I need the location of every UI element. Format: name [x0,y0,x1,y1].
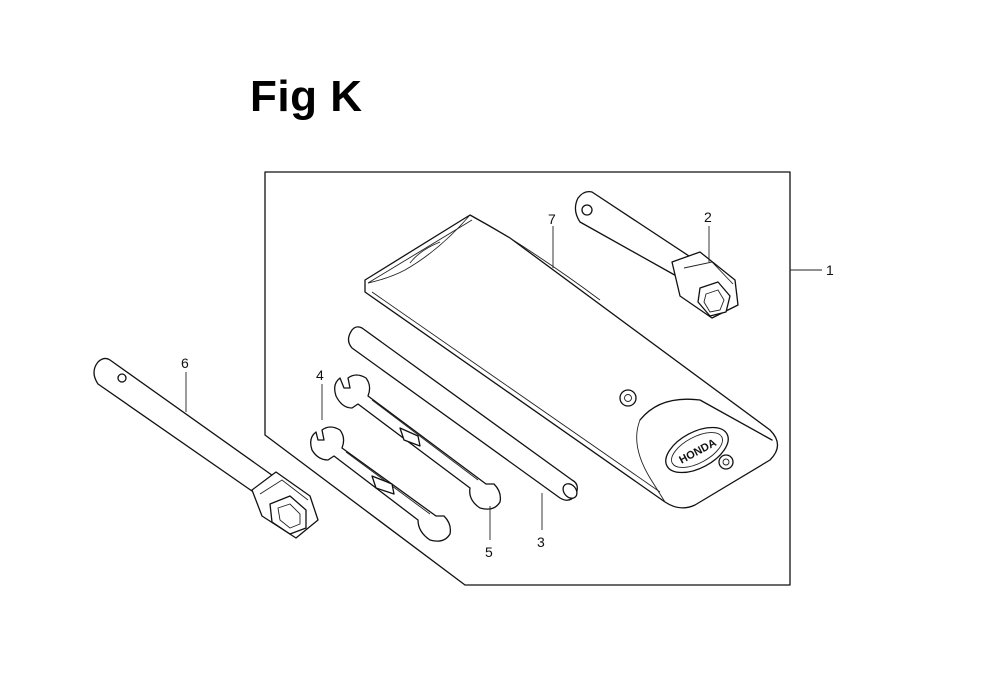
callout-7: 7 [548,211,556,227]
open-end-wrench-upper [334,374,502,510]
spark-plug-wrench [93,357,319,539]
callout-4: 4 [316,367,324,383]
tool-bag: HONDA [364,214,779,509]
callout-1: 1 [826,262,834,278]
kit-outline-box [264,171,791,586]
figure-title: Fig K [250,72,363,121]
box-wrench-socket [574,190,739,319]
open-end-wrench-lower [310,426,452,542]
callout-3: 3 [537,534,545,550]
handle-bar-rod [347,326,578,501]
callout-5: 5 [485,544,493,560]
callout-6: 6 [181,355,189,371]
callout-2: 2 [704,209,712,225]
